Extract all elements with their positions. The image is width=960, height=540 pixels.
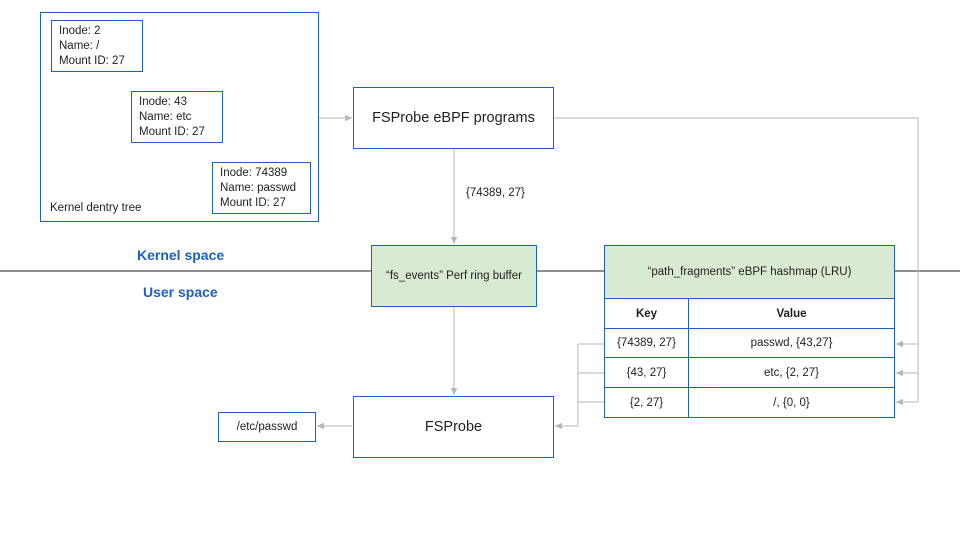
dentry-tree-caption: Kernel dentry tree [50, 202, 142, 214]
hashmap-value-header: Value [688, 298, 895, 329]
inode-number: Inode: 2 [59, 25, 101, 37]
output-path-box: /etc/passwd [218, 412, 316, 442]
inode-mount: Mount ID: 27 [220, 197, 286, 209]
user-space-label: User space [143, 284, 218, 300]
inode-number: Inode: 43 [139, 96, 187, 108]
inode-node-passwd: Inode: 74389 Name: passwd Mount ID: 27 [212, 162, 311, 214]
hashmap-row-key: {43, 27} [604, 357, 689, 388]
hashmap-key-header: Key [604, 298, 689, 329]
hashmap-row-key: {2, 27} [604, 387, 689, 418]
hashmap-row-value: passwd, {43,27} [688, 328, 895, 358]
kernel-space-label: Kernel space [137, 247, 225, 263]
line-programs-right [553, 117, 919, 402]
inode-name: Name: passwd [220, 182, 297, 194]
inode-name: Name: / [59, 40, 100, 52]
inode-node-etc: Inode: 43 Name: etc Mount ID: 27 [131, 91, 223, 143]
fsprobe-box: FSProbe [353, 396, 554, 458]
hashmap-row-value: etc, {2, 27} [688, 357, 895, 388]
hashmap-title: “path_fragments” eBPF hashmap (LRU) [604, 245, 895, 299]
perf-ring-buffer-box: “fs_events” Perf ring buffer [371, 245, 537, 307]
inode-mount: Mount ID: 27 [59, 55, 125, 67]
ebpf-programs-box: FSProbe eBPF programs [353, 87, 554, 149]
inode-node-root: Inode: 2 Name: / Mount ID: 27 [51, 20, 143, 72]
inode-mount: Mount ID: 27 [139, 126, 205, 138]
inode-name: Name: etc [139, 111, 192, 123]
inode-number: Inode: 74389 [220, 167, 288, 179]
hashmap-row-value: /, {0, 0} [688, 387, 895, 418]
hashmap-row-key: {74389, 27} [604, 328, 689, 358]
event-key-label: {74389, 27} [466, 187, 525, 199]
